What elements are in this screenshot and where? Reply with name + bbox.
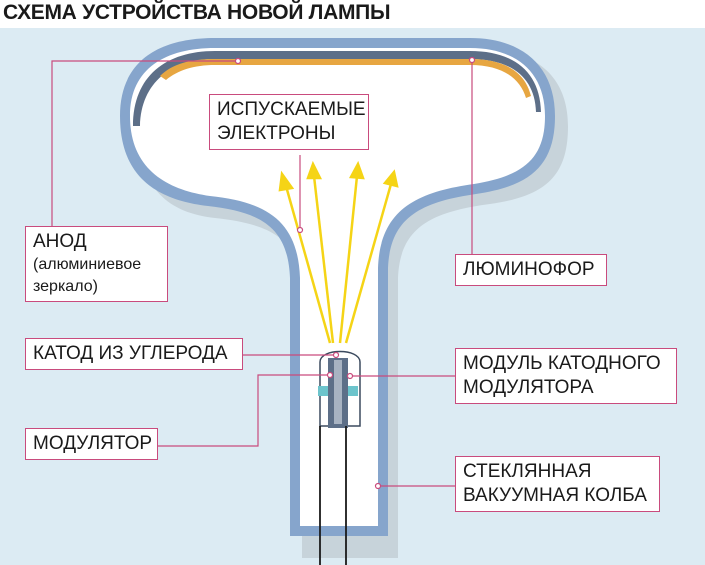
electron-arrowhead (382, 169, 399, 188)
callout-dot (326, 371, 334, 379)
label-cathode-modulator-module: МОДУЛЬ КАТОДНОГО МОДУЛЯТОРА (455, 348, 677, 404)
modulator-left (318, 386, 328, 396)
callout-dot (468, 56, 476, 64)
electron-ray (338, 175, 359, 344)
glass-bulb-inner (130, 48, 545, 526)
electron-rays (278, 160, 399, 344)
label-vacuum-flask: СТЕКЛЯННАЯ ВАКУУМНАЯ КОЛБА (455, 456, 660, 512)
callout-line-anode (51, 60, 238, 230)
electron-ray (312, 175, 335, 344)
diagram-title: СХЕМА УСТРОЙСТВА НОВОЙ ЛАМПЫ (3, 1, 391, 24)
label-modulator: МОДУЛЯТОР (25, 428, 158, 460)
callout-dot (346, 372, 354, 380)
label-phosphor: ЛЮМИНОФОР (455, 254, 607, 286)
callout-dot (296, 226, 304, 234)
callout-dot (374, 482, 382, 490)
callout-lines (51, 60, 473, 487)
cathode-module (318, 350, 361, 565)
label-electrons: ИСПУСКАЕМЫЕ ЭЛЕКТРОНЫ (209, 94, 369, 150)
callout-dot (332, 351, 340, 359)
callout-line-modulator (158, 374, 330, 447)
callout-dots (234, 56, 476, 490)
label-cathode: КАТОД ИЗ УГЛЕРОДА (25, 338, 243, 370)
cathode-core (334, 360, 342, 424)
phosphor-layer (160, 59, 531, 98)
label-anode: АНОД (алюминиевое зеркало) (25, 226, 168, 302)
electron-ray (284, 185, 332, 344)
electron-ray (344, 183, 393, 344)
modulator-right (348, 386, 358, 396)
anode-mirror (133, 51, 541, 126)
diagram-canvas: ИСПУСКАЕМЫЕ ЭЛЕКТРОНЫ АНОД (алюминиевое … (0, 28, 705, 565)
electron-arrowhead (306, 160, 323, 180)
lamp-diagram (51, 38, 568, 565)
electron-arrowhead (278, 170, 295, 192)
callout-dot (234, 57, 242, 65)
electron-arrowhead (348, 160, 365, 180)
